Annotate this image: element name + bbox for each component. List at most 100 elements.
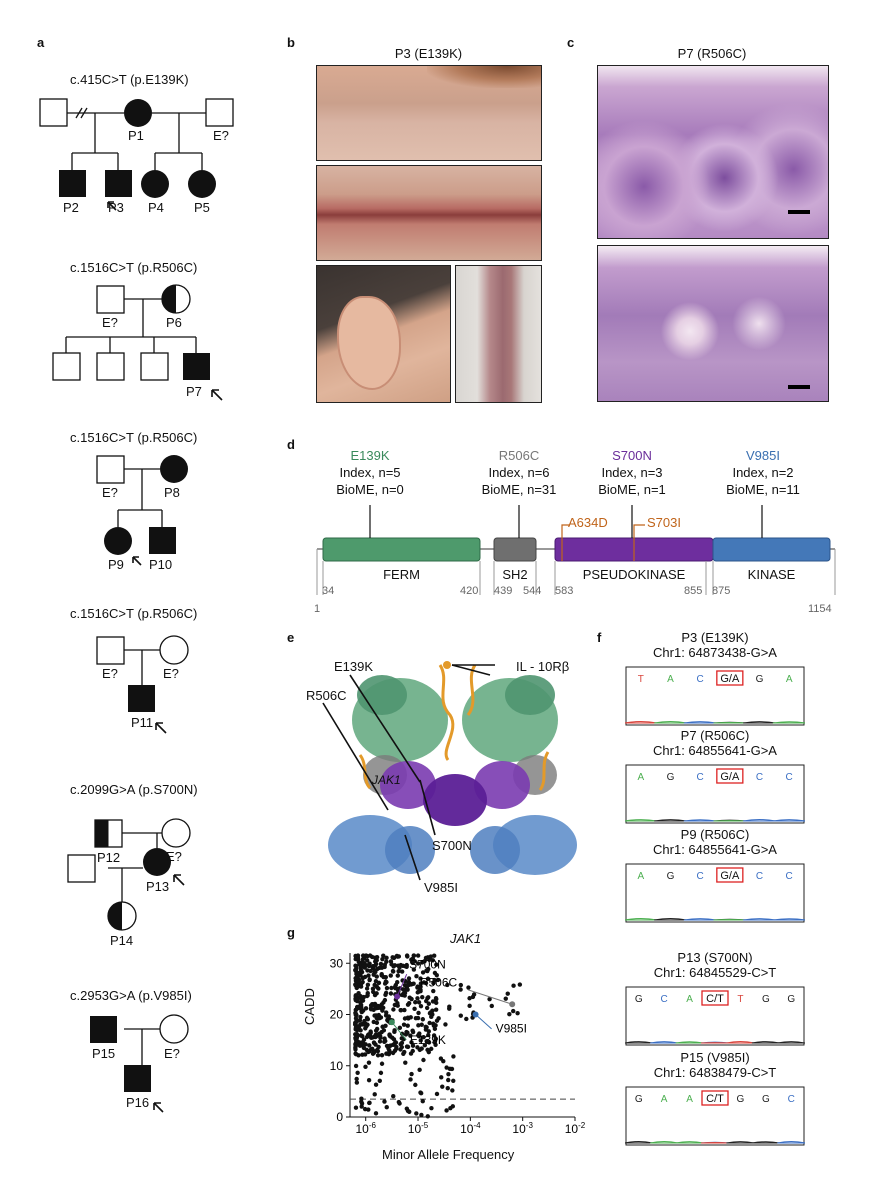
panel-d-variant-v985i: V985I Index, n=2 BioME, n=11 — [693, 447, 833, 498]
variant-point — [445, 982, 450, 988]
variant-point — [511, 983, 516, 988]
base-call: A — [661, 1094, 668, 1105]
variant-point — [423, 1024, 428, 1030]
variant-point — [405, 1044, 411, 1050]
variant-point — [373, 1082, 379, 1087]
trace-title: P3 (E139K) — [681, 630, 749, 645]
trace-peak — [654, 918, 687, 921]
variant-point — [426, 1029, 432, 1034]
variant-point — [391, 1093, 396, 1099]
pedigree-3-variant: c.1516C>T (p.R506C) — [70, 430, 198, 445]
variant-point — [413, 1015, 419, 1021]
variant-point — [382, 962, 388, 967]
variant-point — [363, 1026, 368, 1031]
variant-point — [368, 1003, 374, 1008]
variant-point — [413, 1000, 418, 1005]
variant-point — [430, 999, 436, 1004]
variant-point — [370, 1046, 375, 1052]
variant-point — [367, 977, 372, 983]
variant-point — [353, 982, 358, 987]
panel-letter-f: f — [597, 630, 602, 645]
variant-point — [416, 1010, 421, 1016]
variant-point — [398, 1047, 403, 1052]
variant-point — [394, 1046, 399, 1051]
variant-point — [396, 1099, 402, 1105]
variant-point — [451, 1054, 456, 1059]
variant-point — [379, 1053, 385, 1058]
trace-frame — [625, 986, 805, 1046]
variant-point — [365, 1017, 371, 1022]
variant-point — [396, 954, 402, 959]
histology-image-top — [597, 65, 829, 239]
variant-point — [360, 975, 366, 981]
variant-point — [439, 1075, 444, 1080]
trace-locus: Chr1: 64855641-G>A — [653, 743, 777, 758]
variant-point — [429, 1046, 434, 1052]
variant-point — [415, 961, 421, 966]
base-call: A — [637, 772, 644, 783]
variant-point — [374, 954, 380, 960]
variant-point — [438, 1056, 444, 1061]
variant-point — [425, 1047, 430, 1053]
position-875: 875 — [712, 585, 731, 597]
variant-point — [411, 967, 417, 972]
trace-block: P15 (V985I) Chr1: 64838479-C>T — [625, 1050, 805, 1080]
variant-point — [356, 970, 361, 976]
base-call: C/T — [706, 993, 724, 1005]
variant-point — [429, 1014, 434, 1020]
variant-point — [405, 983, 410, 988]
variant-point — [365, 993, 370, 998]
variant-point — [354, 1080, 360, 1085]
variant-point — [414, 974, 419, 979]
variant-point — [418, 1038, 423, 1043]
variant-point — [458, 982, 464, 988]
variant-point — [377, 1078, 382, 1084]
variant-point — [451, 1078, 456, 1083]
variant-point — [355, 997, 360, 1002]
variant-point — [405, 1108, 411, 1114]
variant-point — [359, 1096, 364, 1101]
photo-lips — [316, 165, 542, 261]
pedigree-label: P15 — [92, 1046, 116, 1061]
pedigree-label: P13 — [146, 879, 170, 894]
variant-point — [383, 1038, 388, 1044]
structure-label-v985i: V985I — [424, 880, 458, 895]
variant-point — [353, 1063, 359, 1069]
variant-point — [384, 1051, 389, 1056]
variant-point — [378, 1070, 384, 1076]
base-call: A — [667, 674, 674, 685]
variant-name: R506C — [498, 448, 540, 463]
trace-peak — [654, 819, 687, 822]
base-call: A — [786, 674, 793, 685]
variant-point — [434, 1091, 440, 1097]
variant-point — [358, 1002, 364, 1008]
x-tick-label: 10-4 — [460, 1121, 481, 1136]
variant-point — [408, 1077, 413, 1082]
highlight-label: E139K — [410, 1033, 446, 1047]
variant-point — [444, 1108, 449, 1113]
variant-point — [390, 968, 396, 974]
highlight-label: V985I — [496, 1022, 527, 1036]
variant-point — [402, 1007, 407, 1013]
variant-point — [409, 1040, 414, 1045]
base-call: G — [635, 1094, 643, 1105]
variant-point — [374, 1020, 380, 1025]
highlight-leader — [468, 989, 513, 1005]
variant-point — [401, 1022, 407, 1027]
variant-point — [384, 955, 389, 960]
variant-point — [424, 968, 429, 973]
variant-point — [419, 960, 425, 965]
pedigree-label: P16 — [126, 1095, 150, 1110]
variant-point — [375, 1047, 380, 1053]
variant-point — [383, 974, 388, 980]
trace-frame — [625, 764, 805, 824]
variant-name: V985I — [746, 448, 780, 463]
variant-point — [369, 954, 375, 960]
trace-peak — [683, 918, 717, 921]
variant-point — [367, 963, 372, 969]
variant-point — [431, 1033, 437, 1038]
extra-variant-s703i: S703I — [647, 515, 681, 530]
variant-point — [370, 986, 376, 991]
variant-point — [511, 1008, 516, 1014]
variant-point — [416, 1023, 421, 1028]
